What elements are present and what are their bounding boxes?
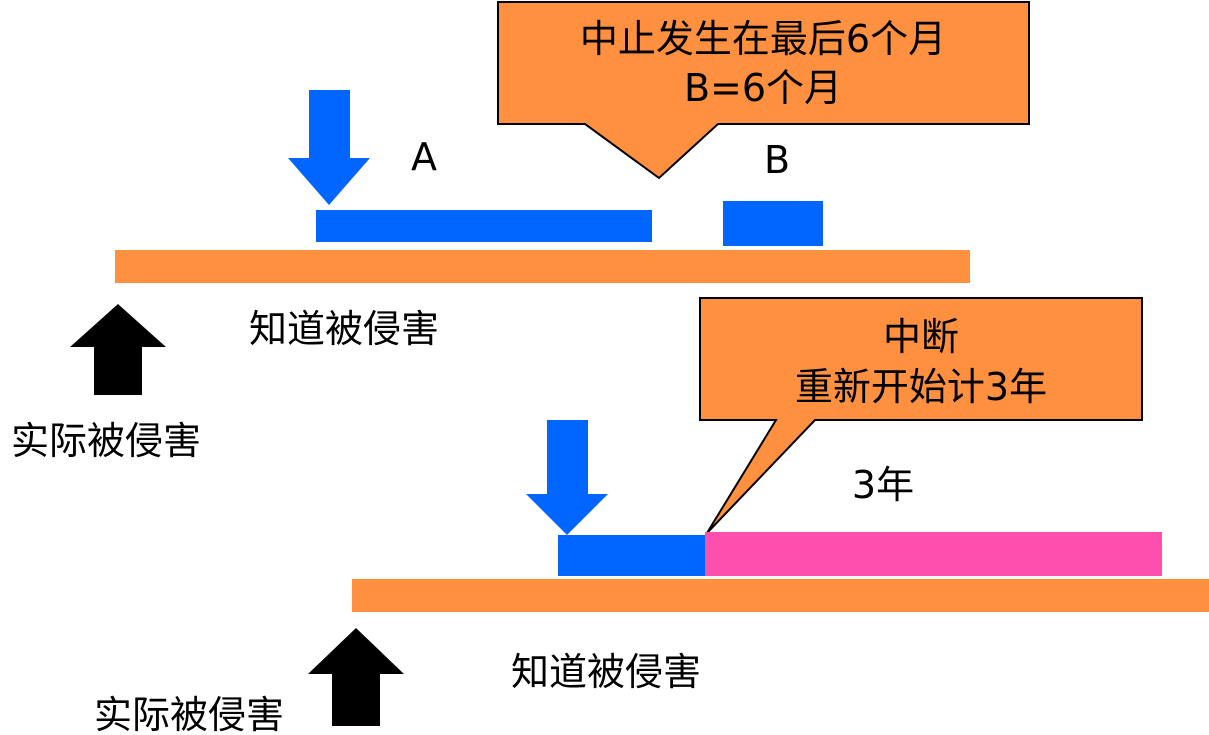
top-scenario: 中止发生在最后6个月 B=6个月 A B 知道被侵害 实际被侵害 bbox=[11, 1, 1030, 463]
arrow-up-icon bbox=[308, 628, 404, 726]
suspension-callout-line2: B=6个月 bbox=[684, 66, 842, 110]
restart-period-bar bbox=[705, 532, 1162, 576]
interruption-callout-shape bbox=[699, 297, 1143, 534]
period-a-label: A bbox=[411, 135, 437, 179]
bottom-actual-label: 实际被侵害 bbox=[94, 693, 284, 735]
top-timeline-bar bbox=[115, 250, 970, 283]
bottom-known-label: 知道被侵害 bbox=[511, 650, 701, 694]
arrow-up-icon bbox=[70, 304, 166, 395]
top-actual-label: 实际被侵害 bbox=[11, 419, 201, 463]
period-b-bar bbox=[723, 201, 823, 246]
suspension-callout-line1: 中止发生在最后6个月 bbox=[580, 17, 946, 61]
bottom-scenario: 中断 重新开始计3年 3年 知道被侵害 实际被侵害 bbox=[94, 297, 1209, 735]
arrow-down-icon bbox=[526, 420, 608, 535]
interruption-callout-line2: 重新开始计3年 bbox=[795, 365, 1047, 409]
restart-period-label: 3年 bbox=[852, 463, 914, 507]
period-a-bar bbox=[316, 210, 652, 242]
interruption-callout: 中断 重新开始计3年 bbox=[699, 297, 1143, 534]
elapsed-period-bar bbox=[558, 535, 705, 576]
period-b-label: B bbox=[764, 138, 790, 182]
arrow-down-icon bbox=[288, 90, 370, 205]
suspension-callout: 中止发生在最后6个月 B=6个月 bbox=[497, 1, 1030, 180]
top-known-label: 知道被侵害 bbox=[249, 307, 439, 351]
interruption-callout-line1: 中断 bbox=[883, 315, 959, 359]
suspension-callout-shape bbox=[497, 1, 1030, 180]
bottom-timeline-bar bbox=[352, 579, 1209, 612]
